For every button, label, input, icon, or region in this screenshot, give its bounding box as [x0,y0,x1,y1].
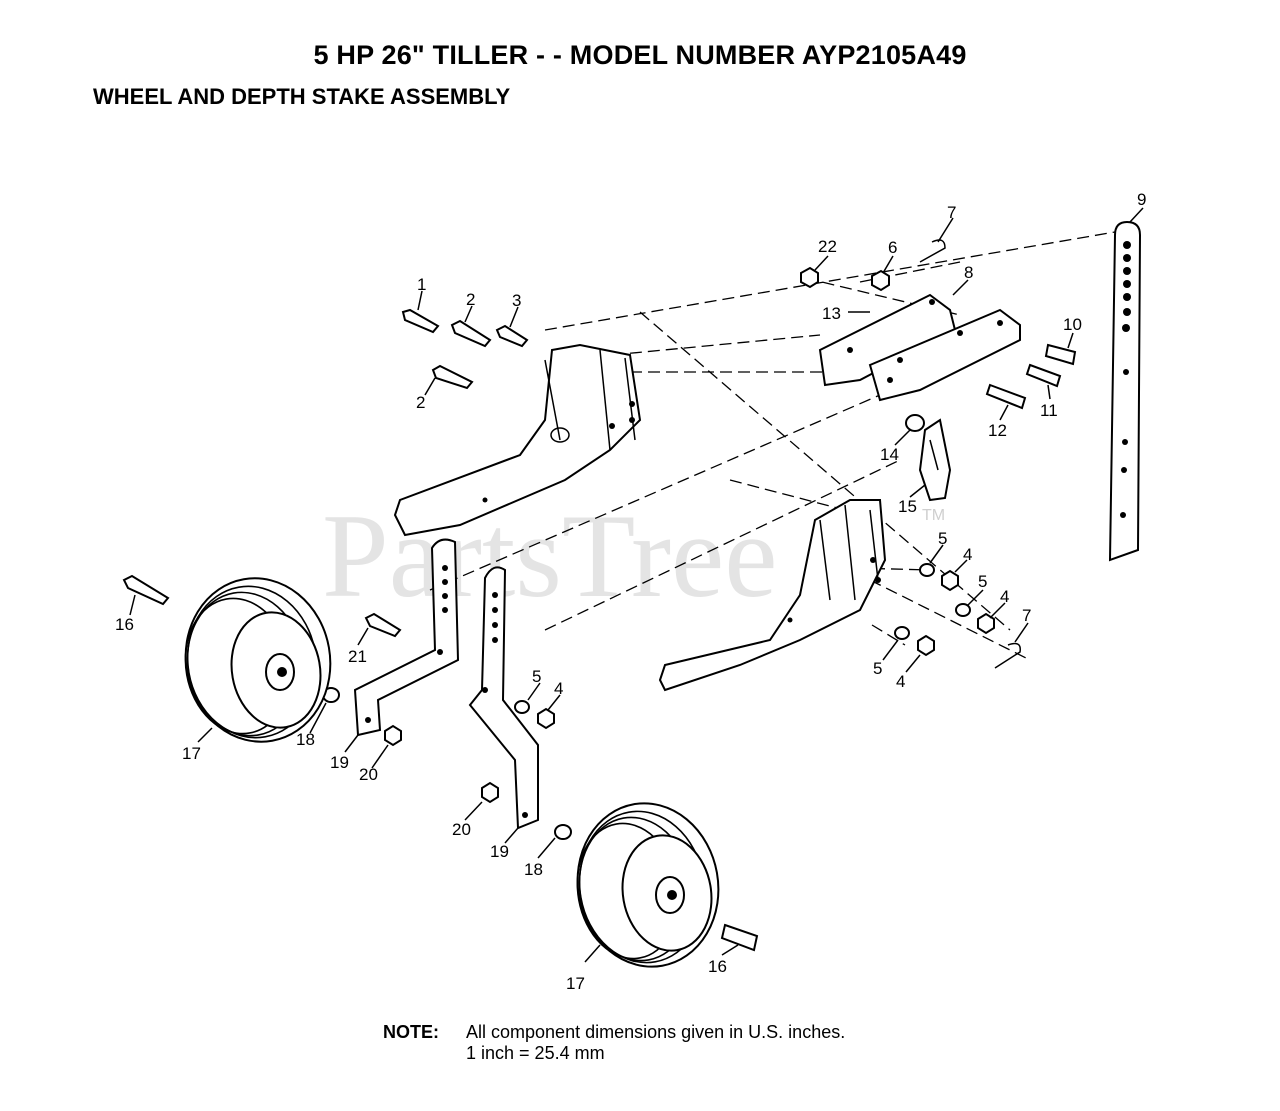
callout-13: 13 [822,304,841,323]
callout-16-upper: 16 [115,615,134,634]
callout-12: 12 [988,421,1007,440]
wheel-right [576,802,720,968]
callout-5-c: 5 [532,667,541,686]
callout-20-left: 20 [359,765,378,784]
callout-6: 6 [888,238,897,257]
callout-4-b: 4 [1000,587,1009,606]
page-title: 5 HP 26" TILLER - - MODEL NUMBER AYP2105… [313,40,967,70]
callout-4-a: 4 [963,545,972,564]
wheel-bracket-left [353,538,460,737]
callout-21: 21 [348,647,367,666]
callout-5-b: 5 [978,572,987,591]
callout-22: 22 [818,237,837,256]
callout-8: 8 [964,263,973,282]
callout-17-right: 17 [566,974,585,993]
callout-numbers: 1 2 2 3 4 4 4 4 5 5 5 5 6 7 7 8 9 10 11 … [115,190,1146,993]
spring-pin-clip [918,418,952,502]
callout-20-right: 20 [452,820,471,839]
hardware [122,239,1077,952]
callout-9: 9 [1137,190,1146,209]
callout-15: 15 [898,497,917,516]
depth-stake [1108,220,1142,562]
dimension-note: NOTE: All component dimensions given in … [383,1022,845,1064]
callout-5-a: 5 [938,529,947,548]
callout-5-d: 5 [873,659,882,678]
callout-3: 3 [512,291,521,310]
page-subtitle: WHEEL AND DEPTH STAKE ASSEMBLY [93,84,511,109]
wheel-left [184,577,332,743]
callout-4-d: 4 [896,672,905,691]
callout-10: 10 [1063,315,1082,334]
callout-17-left: 17 [182,744,201,763]
left-frame-bracket [393,343,642,537]
callout-2-upper: 2 [466,290,475,309]
callout-14: 14 [880,445,899,464]
callout-11: 11 [1040,401,1058,420]
callout-7-lower: 7 [1022,606,1031,625]
callout-4-c: 4 [554,679,563,698]
right-frame-bracket [658,499,887,692]
watermark-tm: TM [922,507,945,524]
callout-2-lower: 2 [416,393,425,412]
note-label: NOTE: [383,1022,439,1042]
callout-1: 1 [417,275,426,294]
callout-18-left: 18 [296,730,315,749]
callout-16-lower: 16 [708,957,727,976]
alignment-lines [429,231,1116,661]
note-line-1: All component dimensions given in U.S. i… [466,1022,846,1042]
callout-leaders [129,207,1144,963]
note-line-2: 1 inch = 25.4 mm [466,1043,605,1063]
wheel-bracket-right [468,566,539,830]
watermark-text: PartsTree [322,489,778,622]
callout-18-right: 18 [524,860,543,879]
callout-7-upper: 7 [947,203,956,222]
depth-stake-brackets [818,293,1021,402]
note-text: All component dimensions given in U.S. i… [466,1022,845,1064]
callout-19-right: 19 [490,842,509,861]
callout-19-left: 19 [330,753,349,772]
